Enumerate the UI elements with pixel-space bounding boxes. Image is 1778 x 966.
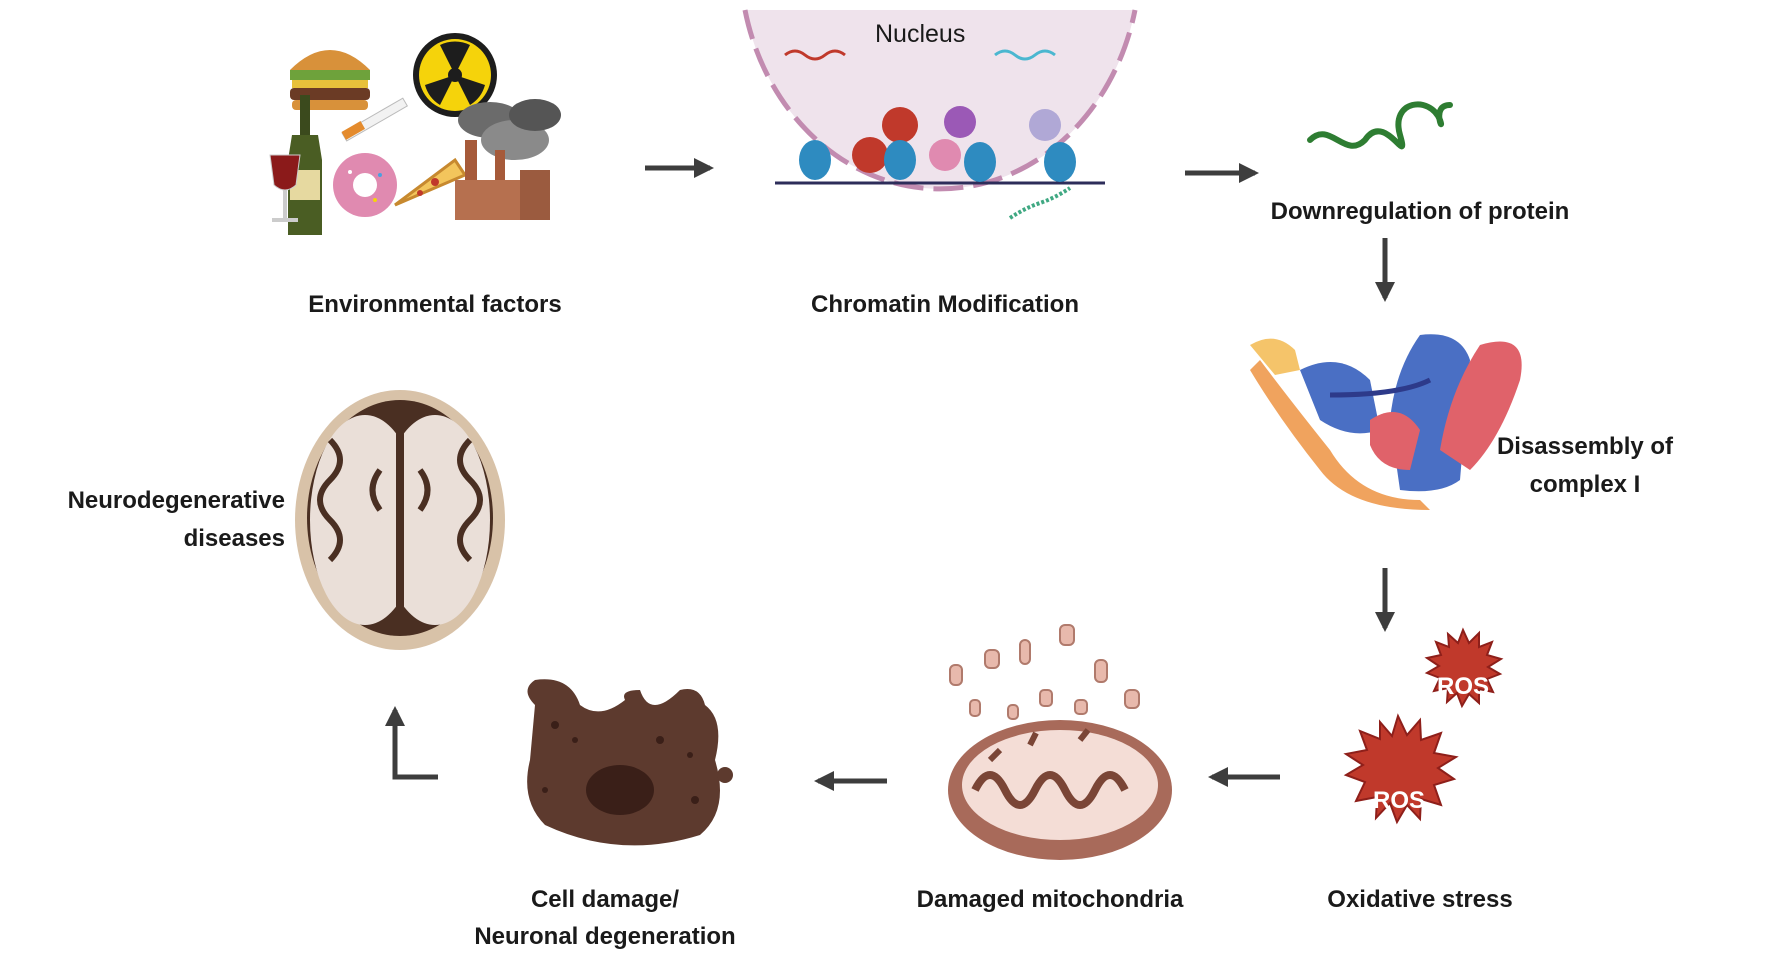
- cigarette-icon: [341, 97, 408, 142]
- ros-star-icon: ROS: [1424, 627, 1504, 709]
- radiation-icon: [413, 33, 497, 117]
- environmental-factors-icon: [269, 33, 561, 235]
- protein-strand-icon: [1307, 101, 1453, 150]
- burger-icon: [290, 50, 370, 110]
- ros-star-icon: ROS: [1343, 713, 1459, 825]
- mitochondria-icon: [948, 624, 1172, 860]
- pizza-icon: [394, 157, 468, 207]
- disassembly-label-line1: Disassembly of: [1496, 433, 1674, 460]
- cell-damage-label-line1: Cell damage/: [530, 886, 680, 913]
- nucleus-icon: [742, 9, 1138, 220]
- ros-label: ROS: [1437, 673, 1489, 700]
- factory-icon: [455, 99, 561, 220]
- complex-i-icon: [1250, 334, 1522, 510]
- brain-icon: [295, 390, 505, 650]
- damaged-mitochondria-label: Damaged mitochondria: [916, 886, 1184, 913]
- nucleus-label: Nucleus: [875, 20, 966, 48]
- disassembly-label-line2: complex I: [1529, 471, 1641, 498]
- downregulation-label: Downregulation of protein: [1270, 198, 1570, 225]
- environmental-factors-label: Environmental factors: [308, 291, 562, 318]
- donut-icon: [333, 153, 397, 217]
- damaged-cell-icon: [527, 679, 733, 846]
- arrow-up-elbow: [385, 706, 438, 780]
- ros-label: ROS: [1373, 787, 1425, 814]
- cell-damage-label-line2: Neuronal degeneration: [474, 923, 736, 950]
- chromatin-modification-label: Chromatin Modification: [811, 291, 1079, 318]
- neurodegenerative-label-line1: Neurodegenerative: [67, 487, 285, 514]
- neurodegenerative-label-line2: diseases: [183, 525, 285, 552]
- oxidative-stress-label: Oxidative stress: [1327, 886, 1513, 913]
- wine-glass-icon: [269, 154, 301, 222]
